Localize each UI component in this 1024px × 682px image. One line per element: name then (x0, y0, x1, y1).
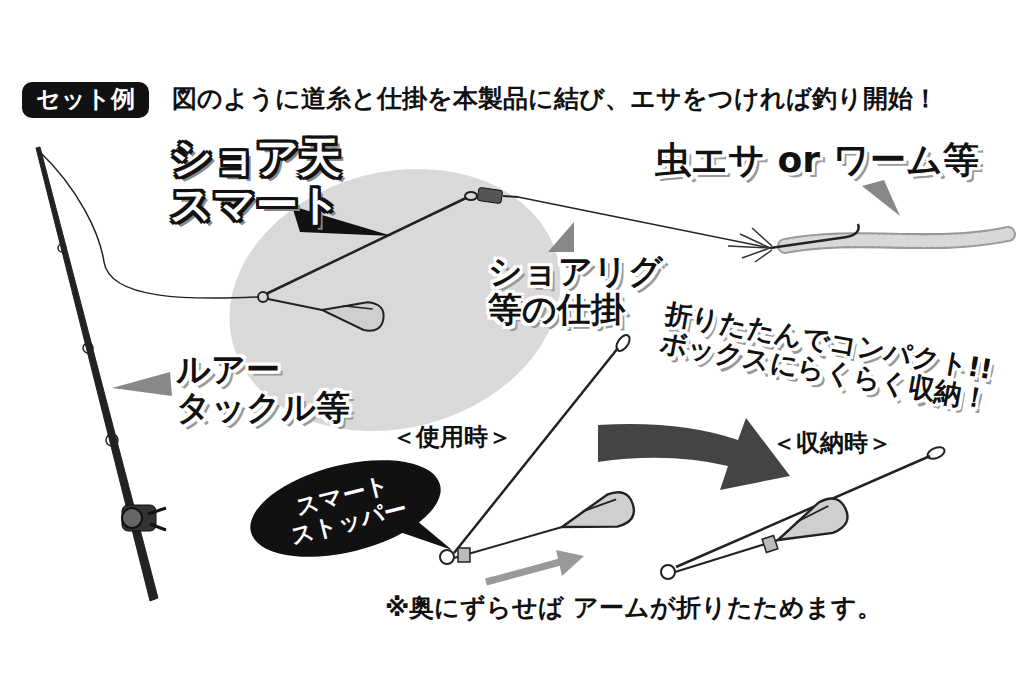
callout-pointer (112, 372, 172, 396)
callout-pointer (548, 222, 574, 252)
transition-arrow (598, 418, 790, 490)
rig-label: ショアリグ 等の仕掛 (488, 252, 663, 328)
leader-line (518, 197, 770, 248)
state-label: ＜収納時＞ (772, 430, 892, 457)
callout-pointer (862, 180, 900, 216)
ellipse-fill (240, 442, 450, 574)
section-tag: セット例 (22, 82, 149, 118)
bait-label: 虫エサ or ワーム等 (655, 140, 979, 180)
worm-bait (728, 224, 1008, 262)
product-stored (661, 445, 946, 579)
tackle-label: ルアー タックル等 (176, 350, 350, 426)
tag-fill (22, 82, 149, 118)
fishing-rod (36, 147, 166, 601)
folding-note: ※奥にずらせば アームが折りたためます。 (385, 594, 882, 622)
instruction-text: 図のように道糸と仕掛を本製品に結び、エサをつければ釣り開始！ (172, 85, 938, 113)
node-text: セット例 (36, 86, 135, 114)
state-label: ＜使用時＞ (392, 424, 512, 451)
storage-note: 折りたたんでコンパクト!! ボックスにらくらく収納！ (657, 298, 995, 415)
stopper-callout: スマート ストッパー (240, 442, 450, 574)
product-name: ショア天 スマート (170, 134, 341, 228)
